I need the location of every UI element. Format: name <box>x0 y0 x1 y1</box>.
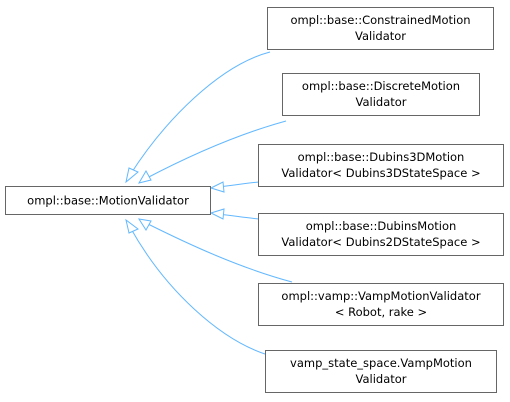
edge-vamp <box>145 222 293 283</box>
edge-dubins2d-arrowhead <box>209 208 225 220</box>
derived-class-label-line1: ompl::vamp::VampMotionValidator <box>281 289 480 303</box>
edge-dubins3d <box>217 181 260 188</box>
edge-vamp-state-space <box>129 226 269 356</box>
derived-class-box <box>265 350 497 393</box>
derived-class-node-discrete[interactable]: ompl::base::DiscreteMotion Validator <box>282 73 480 116</box>
edge-constrained-arrowhead <box>125 167 139 184</box>
edge-vamp-state-space-arrowhead <box>125 218 139 234</box>
derived-class-node-constrained[interactable]: ompl::base::ConstrainedMotion Validator <box>267 7 494 50</box>
derived-class-label-line2: Validator <box>355 372 406 386</box>
base-class-label: ompl::base::MotionValidator <box>27 194 189 208</box>
base-class-node[interactable]: ompl::base::MotionValidator <box>5 186 211 215</box>
derived-class-node-vamp-state-space[interactable]: vamp_state_space.VampMotion Validator <box>265 350 497 393</box>
derived-class-box <box>258 144 504 187</box>
derived-class-label-line1: ompl::base::ConstrainedMotion <box>290 13 470 27</box>
derived-class-label-line1: ompl::base::DiscreteMotion <box>302 79 460 93</box>
derived-class-label-line2: Validator< Dubins3DStateSpace > <box>281 166 480 180</box>
derived-class-box <box>258 213 504 256</box>
inheritance-edges <box>125 51 293 356</box>
derived-class-label-line2: Validator <box>355 29 406 43</box>
derived-class-label-line1: vamp_state_space.VampMotion <box>290 356 472 370</box>
edge-dubins2d <box>217 213 260 220</box>
base-class-box <box>5 186 211 215</box>
derived-class-label-line1: ompl::base::DubinsMotion <box>306 219 457 233</box>
derived-class-box <box>258 283 504 326</box>
derived-class-box <box>267 7 494 50</box>
derived-class-label-line2: < Robot, rake > <box>335 305 427 319</box>
derived-class-node-vamp[interactable]: ompl::vamp::VampMotionValidator < Robot,… <box>258 283 504 326</box>
edge-vamp-arrowhead <box>137 218 152 231</box>
derived-class-box <box>282 73 480 116</box>
derived-class-node-dubins2d[interactable]: ompl::base::DubinsMotion Validator< Dubi… <box>258 213 504 256</box>
edge-constrained <box>129 51 271 176</box>
edge-dubins3d-arrowhead <box>209 181 225 193</box>
derived-class-label-line2: Validator <box>355 95 406 109</box>
derived-class-node-dubins3d[interactable]: ompl::base::Dubins3DMotion Validator< Du… <box>258 144 504 187</box>
derived-class-label-line2: Validator< Dubins2DStateSpace > <box>281 235 480 249</box>
edge-discrete-arrowhead <box>137 169 152 184</box>
derived-class-label-line1: ompl::base::Dubins3DMotion <box>298 150 465 164</box>
edge-discrete <box>144 120 287 180</box>
